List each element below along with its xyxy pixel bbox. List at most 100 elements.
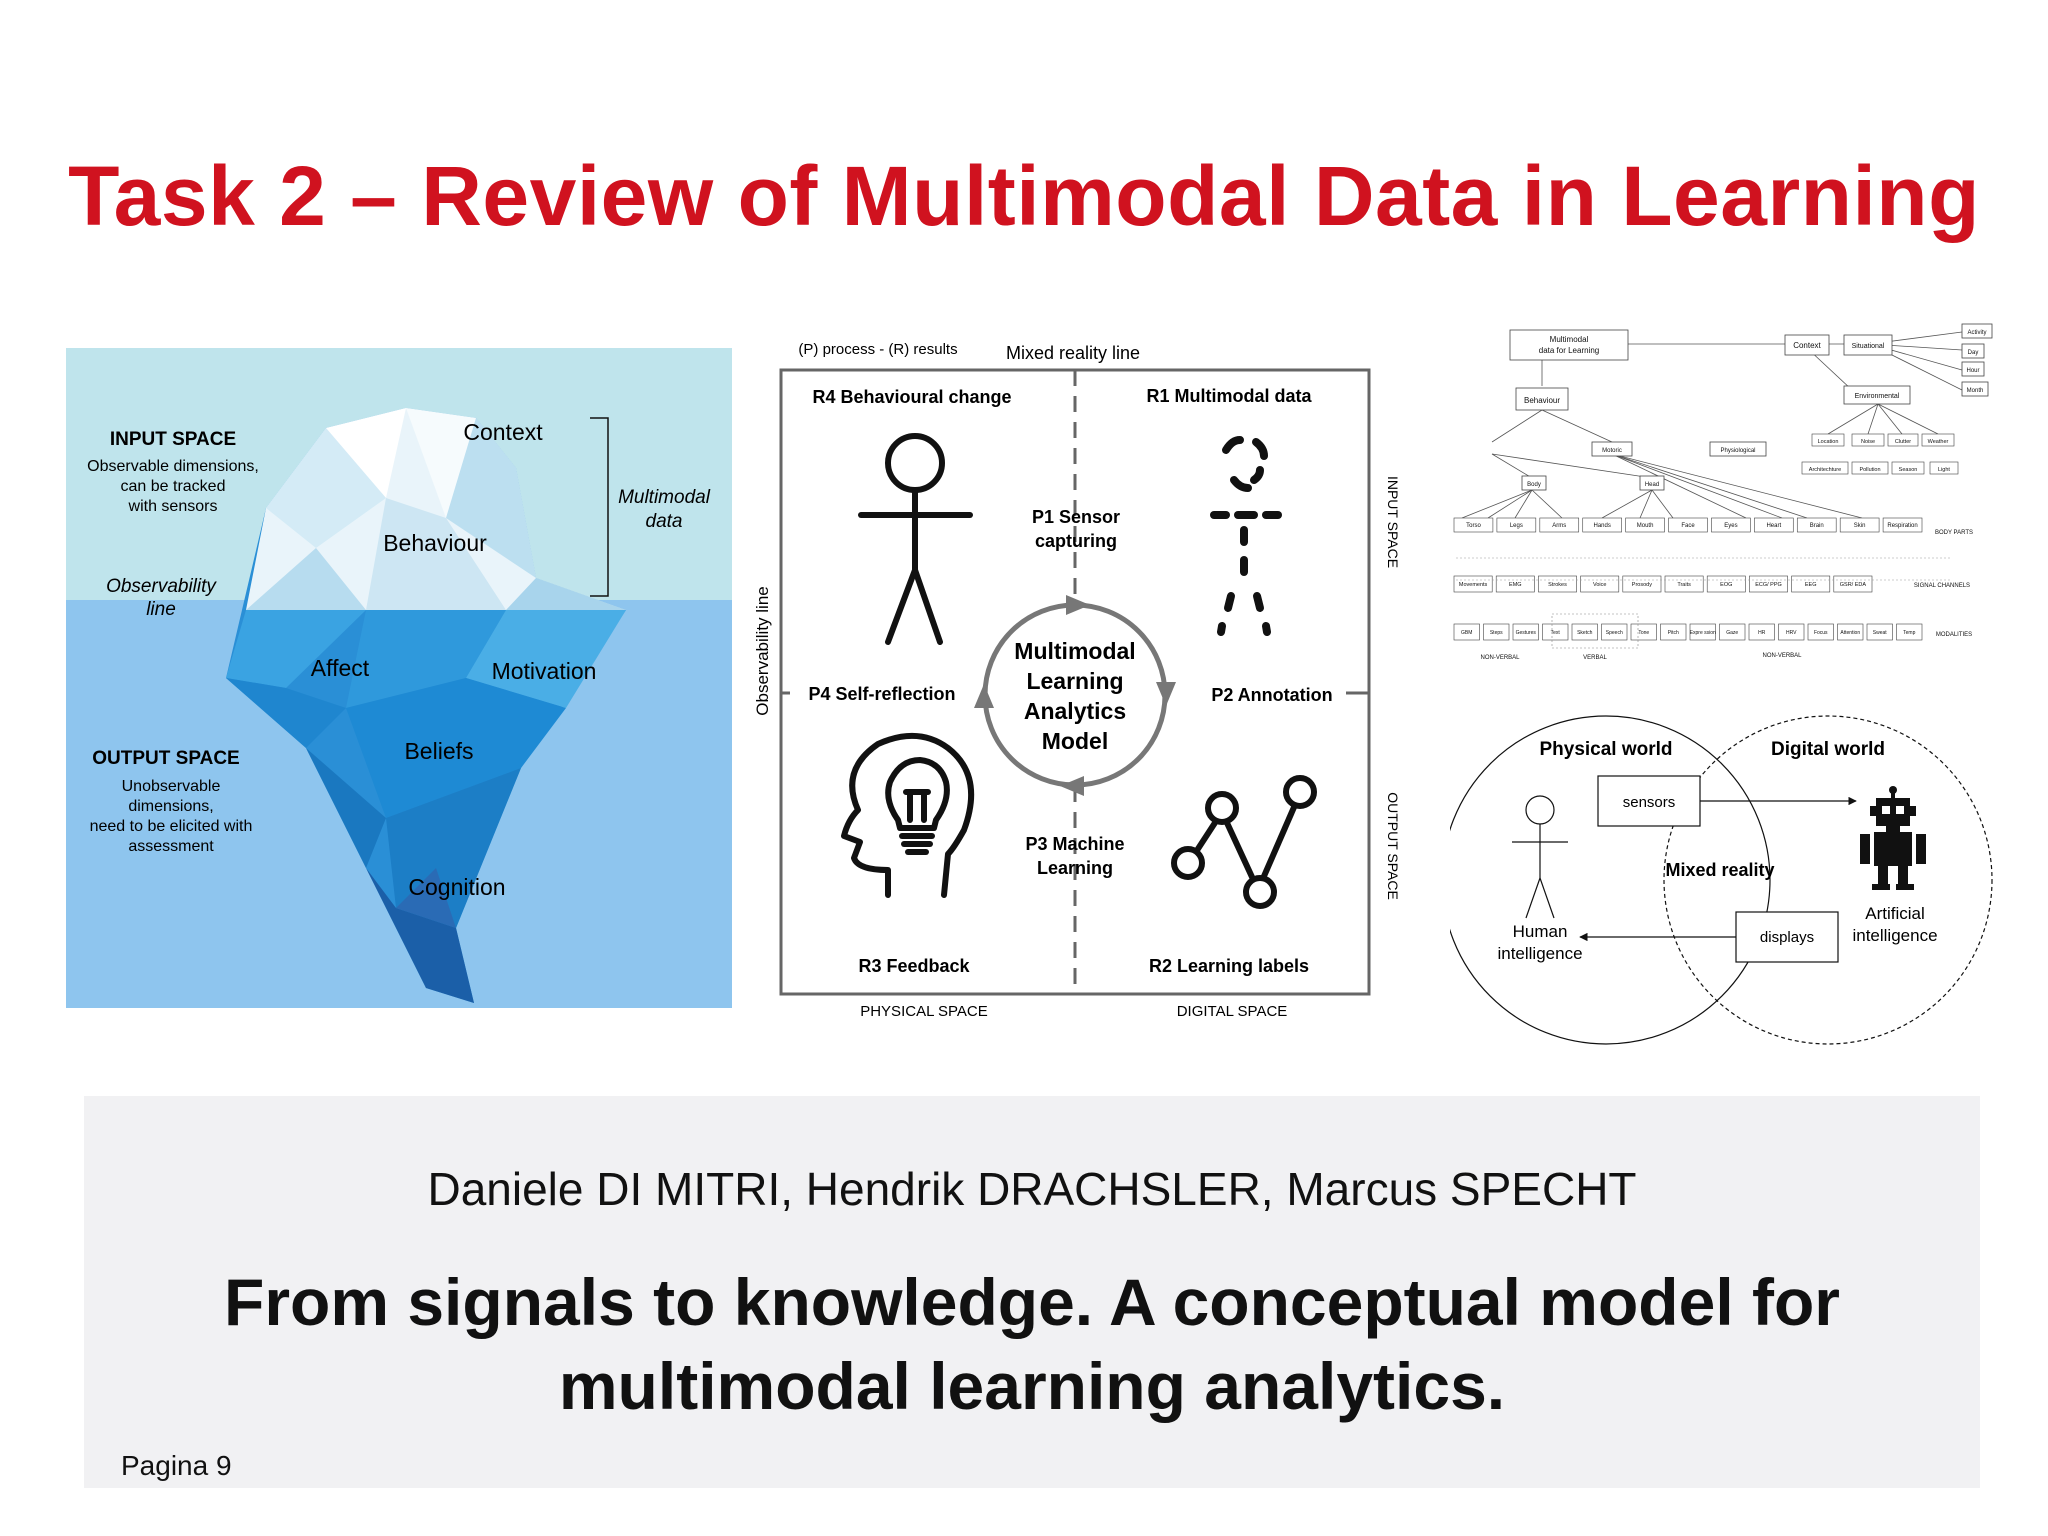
modality-label: Sketch	[1577, 630, 1593, 636]
modality-box	[1896, 623, 1923, 641]
signal-channel-box	[1453, 575, 1493, 593]
input-space-label: INPUT SPACE	[1385, 476, 1401, 568]
center-label-4: Model	[1042, 728, 1108, 754]
cycle-circle	[982, 602, 1168, 788]
iceberg-diagram	[66, 348, 732, 1008]
modality-box	[1630, 623, 1657, 641]
modality-label: Focus	[1814, 630, 1828, 636]
signal-channel-label: EMG	[1509, 582, 1522, 588]
venn-diagram: Physical world Digital world sensors Mix…	[1450, 715, 1993, 1045]
tax-time-3: Month	[1967, 388, 1984, 394]
p2-label: P2 Annotation	[1211, 685, 1332, 705]
digital-world-circle	[1663, 715, 1993, 1045]
modality-label: HR	[1758, 630, 1766, 636]
legend: (P) process - (R) results	[798, 341, 957, 358]
modality-label: Attention	[1840, 630, 1860, 636]
signal-channel-label: EOG	[1720, 582, 1732, 588]
signal-channel-box	[1833, 575, 1873, 593]
input-space-desc-1: Observable dimensions,	[87, 458, 259, 475]
paper-title: From signals to knowledge. A conceptual …	[224, 1265, 1840, 1423]
layer-context: Context	[463, 419, 543, 445]
body-part-box	[1625, 517, 1665, 533]
svg-text:Architechture: Architechture	[1809, 467, 1841, 473]
modality-label: Gestures	[1516, 630, 1537, 636]
label-non-verbal-1: NON-VERBAL	[1480, 655, 1520, 661]
physical-world-label: Physical world	[1539, 739, 1672, 760]
output-space-desc-1: Unobservable	[122, 778, 221, 795]
tax-time-0: Activity	[1967, 330, 1986, 336]
svg-text:Noise: Noise	[1861, 439, 1875, 445]
body-part-label: Brain	[1810, 523, 1824, 529]
modality-box	[1866, 623, 1893, 641]
output-space-desc-3: need to be elicited with	[90, 818, 253, 835]
svg-text:Light: Light	[1938, 467, 1950, 473]
modality-label: Temp	[1903, 630, 1915, 636]
body-part-label: Arms	[1552, 523, 1566, 529]
layer-beliefs: Beliefs	[404, 738, 473, 764]
mixed-reality-label: Mixed reality	[1665, 860, 1774, 880]
svg-text:Location: Location	[1818, 439, 1839, 445]
p1-label-1: P1 Sensor	[1032, 507, 1120, 527]
robot-icon	[1860, 786, 1926, 890]
modality-label: Expre ssion	[1690, 630, 1716, 636]
multimodal-data-1: Multimodal	[618, 487, 711, 508]
modality-box	[1719, 623, 1746, 641]
authors: Daniele DI MITRI, Hendrik DRACHSLER, Mar…	[427, 1163, 1637, 1215]
multimodal-bracket	[590, 417, 609, 597]
signal-channel-label: Voice	[1593, 582, 1606, 588]
layer-motivation: Motivation	[492, 658, 597, 684]
body-part-box	[1796, 517, 1837, 533]
digital-space-label: DIGITAL SPACE	[1177, 1003, 1288, 1020]
p4-label: P4 Self-reflection	[808, 684, 955, 704]
dashed-figure-icon	[1210, 436, 1282, 636]
output-space-desc-4: assessment	[128, 838, 214, 855]
layer-behaviour: Behaviour	[383, 530, 487, 556]
stick-figure-icon	[858, 433, 973, 645]
modality-label: Tone	[1638, 630, 1649, 636]
body-part-label: Torso	[1466, 523, 1481, 529]
r4-label: R4 Behavioural change	[812, 387, 1011, 407]
cycle-arrow-right	[1156, 682, 1176, 706]
human-icon	[1512, 795, 1568, 919]
body-part-box	[1839, 517, 1880, 533]
signal-channel-box	[1749, 575, 1788, 593]
body-part-label: Heart	[1766, 523, 1781, 529]
page-number: Pagina 9	[121, 1450, 232, 1481]
body-part-box	[1582, 517, 1622, 533]
modality-box	[1807, 623, 1834, 641]
sensors-label: sensors	[1623, 794, 1676, 811]
label-non-verbal-2: NON-VERBAL	[1762, 653, 1802, 659]
modality-box	[1542, 623, 1569, 641]
physical-world-circle	[1450, 715, 1771, 1045]
modality-box	[1453, 623, 1480, 641]
body-part-box	[1882, 517, 1923, 533]
r1-label: R1 Multimodal data	[1146, 386, 1312, 406]
input-space-desc-2: can be tracked	[121, 478, 226, 495]
body-part-label: Respiration	[1887, 523, 1917, 529]
modality-box	[1512, 623, 1539, 641]
tax-root-1: Multimodal	[1550, 335, 1589, 344]
body-part-label: Mouth	[1637, 523, 1654, 529]
signal-channel-label: Movements	[1459, 582, 1488, 588]
citation-panel	[84, 1096, 1980, 1488]
center-label-3: Analytics	[1024, 698, 1126, 724]
physical-space-label: PHYSICAL SPACE	[860, 1003, 988, 1020]
observability-line-label: Observability line	[753, 586, 772, 715]
modality-box	[1483, 623, 1510, 641]
cycle-arrow-top	[1066, 595, 1090, 615]
head-lightbulb-icon	[841, 732, 975, 898]
p3-label-1: P3 Machine	[1025, 834, 1124, 854]
signal-channel-box	[1538, 575, 1577, 593]
modality-label: Steps	[1490, 630, 1503, 636]
row-label-modalities: MODALITIES	[1936, 632, 1972, 638]
modality-label: Text	[1551, 630, 1561, 636]
modality-label: Sweat	[1873, 630, 1888, 636]
body-part-box	[1668, 517, 1708, 533]
modality-box	[1778, 623, 1805, 641]
body-part-label: Eyes	[1724, 523, 1737, 529]
iceberg-deep	[366, 868, 474, 1003]
layer-affect: Affect	[311, 655, 370, 681]
human-intelligence-2: intelligence	[1497, 944, 1582, 963]
cycle-arrow-left	[974, 684, 994, 708]
